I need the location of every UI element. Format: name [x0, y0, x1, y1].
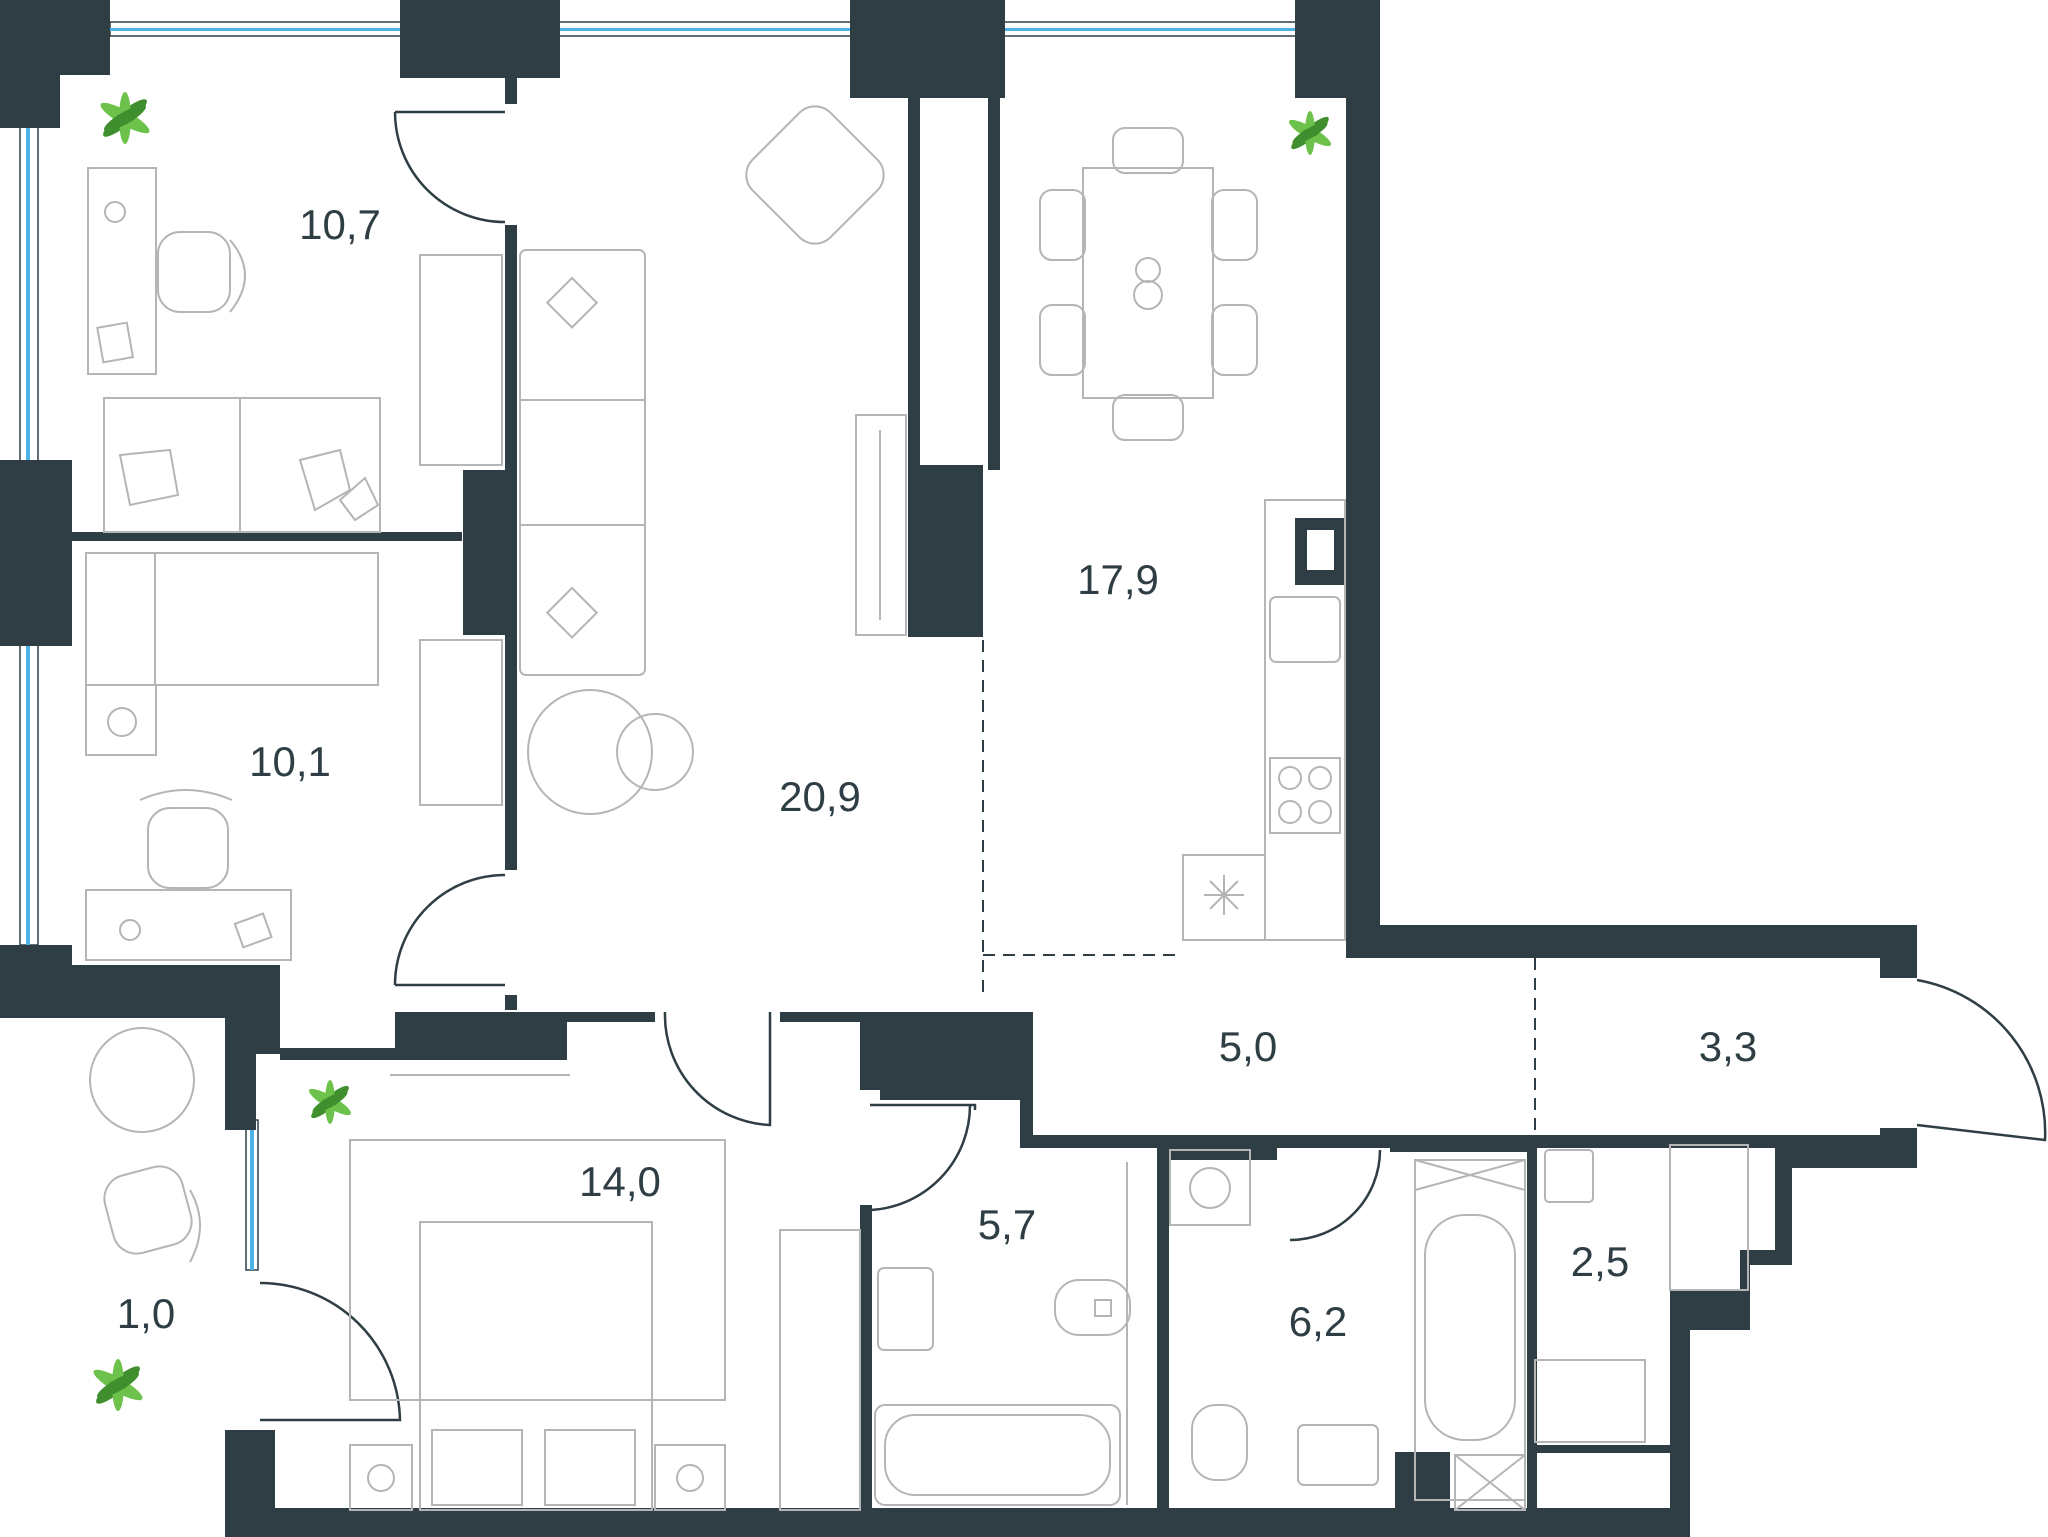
room-area-bedroom-2: 10,1 — [249, 738, 331, 785]
desk — [85, 889, 292, 961]
room-area-entrance: 3,3 — [1699, 1023, 1757, 1070]
wardrobe-icon — [419, 254, 503, 466]
window-balcony — [245, 1119, 259, 1271]
sink-icon — [1269, 596, 1341, 663]
room-area-kitchen: 17,9 — [1077, 556, 1159, 603]
washing-machine-icon — [1169, 1149, 1251, 1226]
room-area-bathroom-1: 5,7 — [978, 1201, 1036, 1248]
chair-icon — [103, 1165, 193, 1255]
zone-lines — [982, 640, 1750, 1141]
bedroom-1-furniture — [87, 167, 503, 533]
living-furniture — [519, 105, 907, 815]
chair-icon — [147, 807, 229, 889]
kitchen-furniture — [1039, 127, 1346, 941]
window-top-3 — [999, 21, 1301, 37]
room-area-balcony: 1,0 — [117, 1290, 175, 1337]
kitchen-counter — [1264, 499, 1346, 941]
window-top-2 — [554, 21, 856, 37]
chair-icon — [1211, 304, 1258, 376]
balcony-furniture — [89, 1027, 201, 1263]
bed-icon — [419, 1221, 653, 1511]
chair-icon — [157, 231, 231, 313]
bathtub-icon — [1424, 1214, 1516, 1441]
sink-icon — [877, 1267, 934, 1351]
coffee-table — [527, 689, 653, 815]
room-area-bedroom-1: 10,7 — [299, 201, 381, 248]
table-icon — [1082, 167, 1214, 399]
chair-icon — [1211, 189, 1258, 261]
sink-icon — [1297, 1424, 1379, 1486]
window-left-1 — [19, 124, 39, 466]
room-area-bathroom-2: 6,2 — [1289, 1298, 1347, 1345]
plant-icon — [100, 92, 150, 144]
stove-icon — [1269, 757, 1341, 834]
walls — [0, 0, 1917, 1537]
shower-icon — [1414, 1159, 1526, 1501]
room-area-living-room: 20,9 — [779, 773, 861, 820]
wardrobe-icon — [419, 639, 503, 806]
table-icon — [89, 1027, 195, 1133]
wardrobe-icon — [779, 1229, 861, 1511]
chair-icon — [1112, 394, 1184, 441]
rug — [349, 1139, 726, 1401]
armchair — [745, 105, 885, 245]
bathroom-1-furniture — [874, 1162, 1131, 1506]
toilet-icon — [1191, 1404, 1248, 1481]
fridge — [1182, 854, 1266, 941]
bathtub-icon — [874, 1404, 1121, 1506]
plant-icon — [93, 1359, 143, 1411]
bathroom-2-furniture — [1169, 1149, 1526, 1511]
bedroom-2-furniture — [85, 552, 503, 961]
tv-unit — [855, 414, 907, 636]
bed-icon — [85, 552, 379, 686]
chair-icon — [1039, 304, 1086, 376]
master-bedroom-furniture — [349, 1074, 861, 1511]
plant-icon — [309, 1080, 351, 1124]
desk — [87, 167, 157, 375]
room-area-wardrobe: 2,5 — [1571, 1238, 1629, 1285]
sofa-icon — [519, 249, 646, 676]
wardrobe-room-furniture — [1534, 1144, 1749, 1443]
toilet-icon — [1054, 1279, 1131, 1336]
window-left-2 — [19, 639, 39, 946]
chair-icon — [1112, 127, 1184, 174]
plant-icon — [1289, 111, 1331, 155]
room-area-master-bedroom: 14,0 — [579, 1158, 661, 1205]
wardrobe-icon — [1534, 1359, 1646, 1443]
room-area-hallway: 5,0 — [1219, 1023, 1277, 1070]
sofa-icon — [103, 397, 381, 533]
window-top-1 — [109, 21, 411, 37]
door-icon — [259, 110, 2047, 1422]
wardrobe-icon — [1669, 1144, 1749, 1291]
chair-icon — [1039, 189, 1086, 261]
